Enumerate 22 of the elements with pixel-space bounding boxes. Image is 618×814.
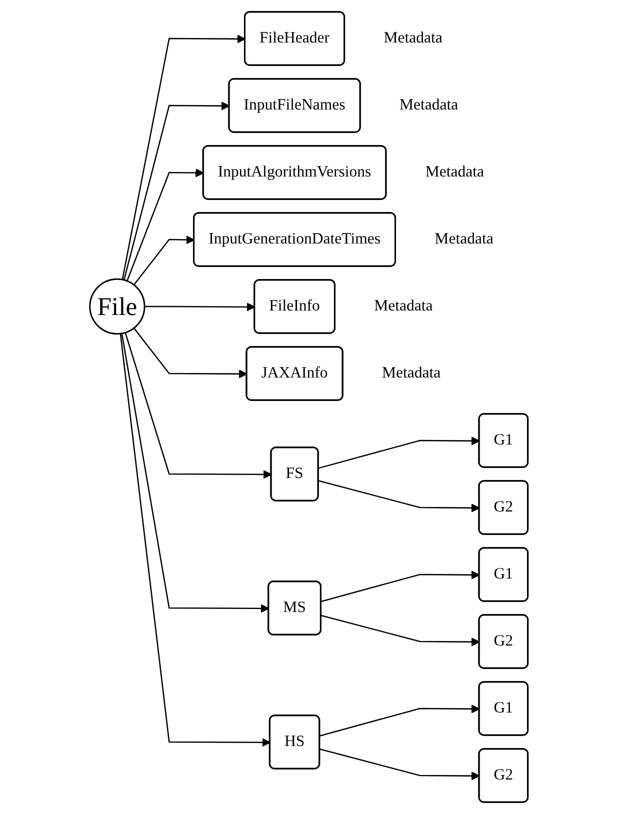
arrow	[320, 704, 480, 736]
node-label: Metadata	[400, 96, 458, 114]
arrow	[321, 614, 480, 646]
arrow	[134, 236, 195, 286]
node-label: Metadata	[374, 298, 433, 314]
arrow	[144, 302, 256, 312]
arrow	[318, 480, 480, 512]
node-label: Metadata	[384, 30, 443, 46]
node-label: Metadata	[425, 164, 484, 180]
arrow	[124, 332, 272, 479]
arrow	[320, 748, 480, 780]
arrow	[121, 333, 270, 613]
arrow	[120, 334, 271, 747]
arrow	[122, 34, 246, 280]
arrow	[321, 570, 480, 602]
arrow	[126, 168, 204, 282]
arrow	[318, 436, 480, 469]
arrow	[134, 328, 248, 378]
node-circle: File	[89, 278, 146, 335]
node-label: Metadata	[434, 230, 494, 248]
arrow	[124, 102, 230, 280]
node-label: Metadata	[382, 364, 441, 382]
